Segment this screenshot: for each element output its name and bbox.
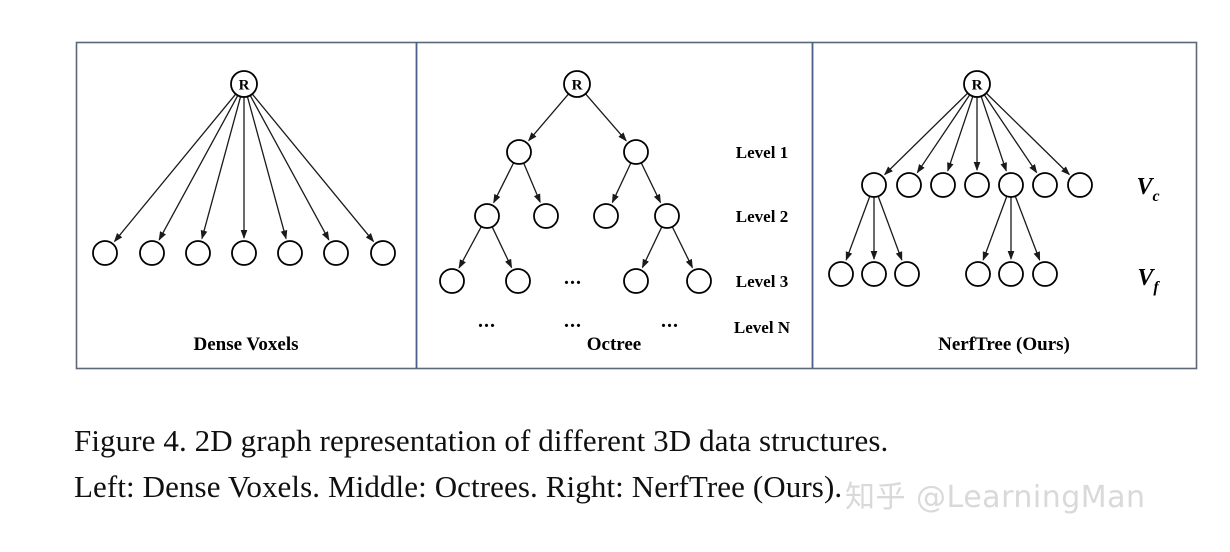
tree-node (1067, 172, 1093, 198)
tree-node (277, 240, 303, 266)
tree-node (323, 240, 349, 266)
tree-node (965, 261, 991, 287)
ellipsis-label: ... (661, 310, 679, 332)
level-label: Level N (734, 318, 791, 337)
tree-edge (916, 94, 971, 174)
tree-edge (493, 162, 515, 204)
tree-edge (251, 93, 375, 243)
tree-node (623, 268, 649, 294)
tree-node (654, 203, 680, 229)
caption-line-2: Left: Dense Voxels. Middle: Octrees. Rig… (74, 469, 843, 504)
tree-edges (113, 92, 1071, 269)
tree-node (231, 240, 257, 266)
tree-node (1032, 261, 1058, 287)
tree-edge (528, 93, 570, 142)
tree-node (930, 172, 956, 198)
tree-edge (983, 94, 1038, 174)
tree-node (505, 268, 531, 294)
tree-node (593, 203, 619, 229)
panel-title-octree: Octree (587, 334, 642, 355)
tree-node (92, 240, 118, 266)
tree-node (828, 261, 854, 287)
panel-title-dense-voxels: Dense Voxels (193, 334, 298, 355)
math-label: Vc (1136, 174, 1159, 205)
math-label-subscript: c (1152, 188, 1159, 205)
level-label: Level 2 (736, 207, 788, 226)
tree-node (370, 240, 396, 266)
diagram-labels: Dense Voxels Level 1 Level 2 Level 3 Level N… (193, 143, 1160, 355)
figure-caption: Figure 4. 2D graph representation of dif… (74, 418, 1219, 510)
tree-node (896, 172, 922, 198)
tree-edge (980, 96, 1007, 172)
tree-edge (611, 162, 632, 204)
math-label-subscript: f (1153, 279, 1160, 296)
tree-node (139, 240, 165, 266)
level-label: Level 1 (736, 143, 788, 162)
panel-title-nerftree: NerfTree (Ours) (938, 334, 1070, 355)
tree-edge (640, 162, 662, 204)
tree-edge (523, 162, 541, 204)
tree-edge (246, 96, 288, 240)
tree-node (1032, 172, 1058, 198)
tree-edge (585, 93, 627, 142)
level-label: Level 3 (736, 272, 788, 291)
math-label: Vf (1137, 265, 1160, 296)
tree-node (474, 203, 500, 229)
tree-node (894, 261, 920, 287)
root-node-label: R (239, 78, 250, 94)
tree-edge (845, 196, 871, 261)
tree-edge (491, 226, 513, 269)
tree-node (185, 240, 211, 266)
tree-edge (877, 196, 903, 261)
ellipsis-label: ... (564, 310, 582, 332)
tree-edge (982, 196, 1008, 261)
tree-edge (158, 95, 239, 241)
panel-frames (75, 41, 1198, 370)
tree-node (861, 261, 887, 287)
tree-node (506, 139, 532, 165)
tree-edge (458, 226, 482, 269)
tree-edge (947, 96, 974, 172)
ellipsis-label: ... (478, 310, 496, 332)
root-node-label: R (572, 78, 583, 94)
tree-node (861, 172, 887, 198)
tree-edge (113, 93, 237, 243)
tree-node (964, 172, 990, 198)
figure-frame (75, 41, 1198, 370)
root-node: R (963, 70, 991, 98)
caption-line-1: Figure 4. 2D graph representation of dif… (74, 423, 889, 458)
tree-edge (641, 226, 663, 269)
tree-node (686, 268, 712, 294)
root-node: R (230, 70, 258, 98)
tree-edge (671, 226, 693, 269)
tree-node (439, 268, 465, 294)
root-node: R (563, 70, 591, 98)
tree-node (998, 172, 1024, 198)
tree-edge (249, 95, 330, 241)
tree-edge (1014, 195, 1041, 261)
root-node-label: R (972, 78, 983, 94)
tree-edge (985, 92, 1071, 176)
tree-node (998, 261, 1024, 287)
tree-edge (883, 92, 969, 176)
tree-node (623, 139, 649, 165)
ellipsis-label: ... (564, 267, 582, 289)
tree-edge (200, 96, 242, 240)
tree-node (533, 203, 559, 229)
